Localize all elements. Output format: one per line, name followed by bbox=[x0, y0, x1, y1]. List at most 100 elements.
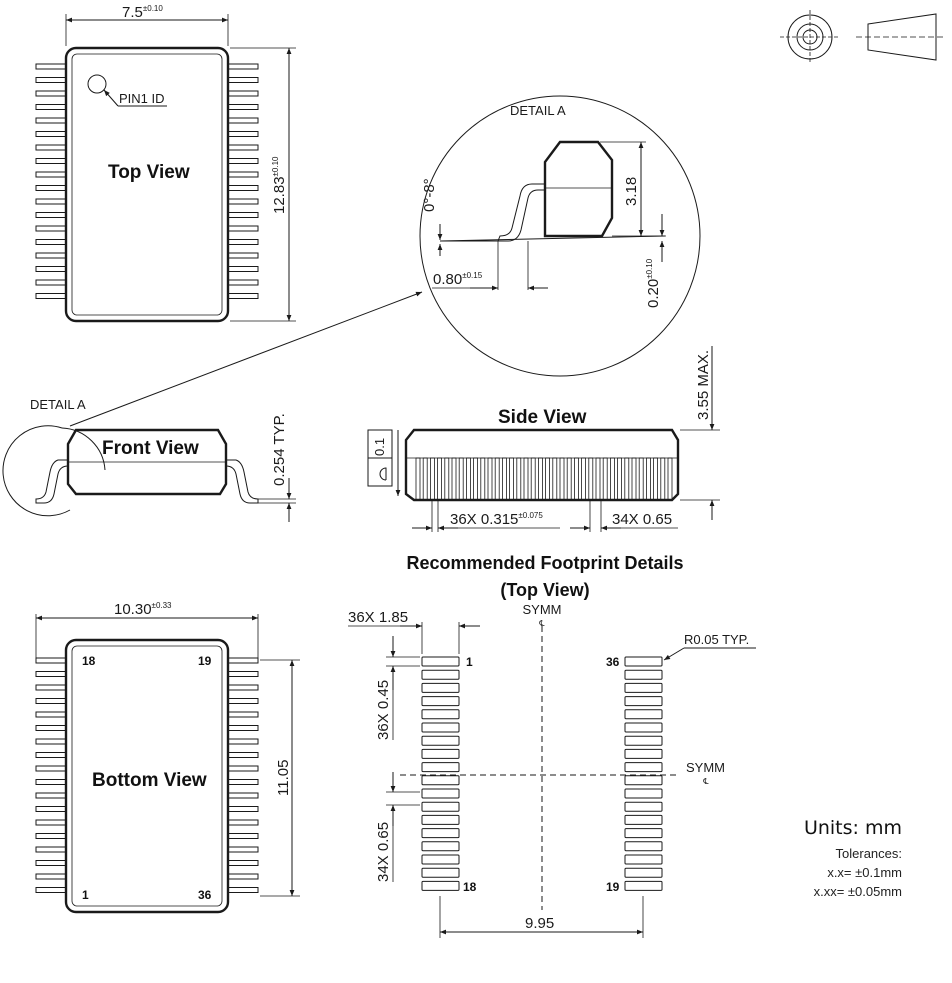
detail-a: DETAIL A 3.18 0.20±0.10 0°-8° 0.80±0.15 bbox=[419, 95, 701, 377]
footprint-pad bbox=[624, 880, 663, 891]
side-lead bbox=[638, 457, 644, 501]
bottom-lead bbox=[227, 752, 259, 758]
pin1-label: PIN1 ID bbox=[119, 91, 165, 106]
tolerances-title: Tolerances: bbox=[836, 846, 902, 861]
top-lead bbox=[35, 90, 67, 97]
front-detail-circle bbox=[2, 425, 71, 517]
side-lead bbox=[509, 457, 515, 501]
footprint-pad bbox=[421, 762, 460, 773]
top-length-dim: 12.83±0.10 bbox=[271, 156, 288, 214]
top-lead bbox=[35, 239, 67, 245]
bottom-view-title: Bottom View bbox=[92, 770, 207, 791]
side-lead bbox=[501, 457, 507, 501]
centerline-mark-top: ℄ bbox=[538, 619, 545, 628]
top-lead bbox=[35, 158, 67, 164]
footprint-right-pads bbox=[624, 656, 663, 891]
side-view-title: Side View bbox=[498, 407, 587, 428]
top-lead bbox=[227, 77, 259, 83]
fp-pad-pitch: 34X 0.65 bbox=[375, 822, 392, 882]
bottom-view-body bbox=[64, 638, 230, 914]
footprint-pad bbox=[624, 722, 663, 733]
fp-pin-18: 18 bbox=[463, 880, 477, 894]
footprint-pad bbox=[421, 696, 460, 707]
fp-corner-radius: R0.05 TYP. bbox=[684, 632, 749, 647]
side-lead bbox=[552, 457, 558, 501]
top-lead bbox=[35, 252, 67, 259]
top-view-body bbox=[64, 46, 230, 323]
bottom-lead bbox=[35, 657, 67, 664]
top-lead bbox=[35, 279, 67, 286]
centerline-mark-right: ℄ bbox=[702, 777, 709, 786]
footprint-pad bbox=[421, 867, 460, 878]
bottom-pitch-span: 11.05 bbox=[275, 760, 292, 796]
tolerance-1: x.x= ±0.1mm bbox=[827, 865, 902, 880]
top-view-left-leads bbox=[35, 63, 67, 299]
bottom-lead bbox=[35, 671, 67, 677]
top-lead bbox=[35, 212, 67, 218]
side-lead bbox=[494, 457, 500, 501]
side-lead-width: 36X 0.315±0.075 bbox=[450, 511, 543, 528]
top-lead bbox=[35, 225, 67, 232]
side-lead bbox=[444, 457, 450, 501]
bottom-lead bbox=[227, 765, 259, 772]
symm-top: SYMM bbox=[523, 602, 562, 617]
side-lead bbox=[415, 457, 421, 501]
top-lead bbox=[227, 212, 259, 218]
bottom-lead bbox=[35, 752, 67, 758]
side-lead bbox=[610, 457, 615, 501]
footprint-pad bbox=[421, 814, 460, 825]
bottom-lead bbox=[227, 873, 259, 880]
side-pitch: 34X 0.65 bbox=[612, 511, 672, 528]
front-detail-label: DETAIL A bbox=[30, 397, 86, 412]
top-lead bbox=[35, 144, 67, 151]
top-lead bbox=[227, 104, 259, 110]
coplanarity-value: 0.1 bbox=[372, 438, 387, 456]
footprint-pad bbox=[421, 880, 460, 891]
top-lead bbox=[35, 293, 67, 299]
footprint-pad bbox=[421, 841, 460, 852]
side-max-height: 3.55 MAX. bbox=[695, 350, 712, 420]
footprint-subtitle: (Top View) bbox=[500, 580, 589, 600]
side-lead bbox=[545, 457, 550, 501]
pin1-marker bbox=[87, 74, 107, 94]
side-lead bbox=[631, 457, 637, 501]
footprint-pad bbox=[624, 801, 663, 812]
footprint-pad bbox=[421, 854, 460, 865]
top-lead bbox=[227, 279, 259, 286]
footprint-pad bbox=[624, 696, 663, 707]
side-lead bbox=[458, 457, 464, 501]
footprint-pad bbox=[624, 814, 663, 825]
footprint-pad bbox=[624, 682, 663, 693]
side-lead bbox=[559, 457, 565, 501]
front-view-title: Front View bbox=[102, 438, 199, 459]
bottom-lead bbox=[227, 846, 259, 853]
top-lead bbox=[227, 252, 259, 259]
footprint-pad bbox=[624, 709, 663, 720]
bottom-pin-36: 36 bbox=[198, 888, 212, 902]
top-view-right-leads bbox=[227, 63, 259, 299]
top-lead bbox=[227, 90, 259, 97]
bottom-width-dim: 10.30±0.33 bbox=[114, 601, 172, 618]
bottom-lead bbox=[35, 806, 67, 812]
footprint-pad bbox=[624, 854, 663, 865]
bottom-view-left-leads bbox=[35, 657, 67, 893]
top-lead bbox=[227, 171, 259, 178]
bottom-lead bbox=[35, 765, 67, 772]
footprint-pad bbox=[421, 788, 460, 799]
side-lead bbox=[624, 457, 630, 501]
detail-height-dim: 3.18 bbox=[623, 177, 640, 206]
top-lead bbox=[35, 117, 67, 124]
top-lead bbox=[35, 131, 67, 137]
bottom-lead bbox=[35, 725, 67, 731]
side-lead bbox=[465, 457, 471, 501]
bottom-lead bbox=[227, 779, 259, 785]
bottom-lead bbox=[227, 819, 259, 826]
side-lead bbox=[516, 457, 522, 501]
bottom-lead bbox=[227, 711, 259, 718]
bottom-lead bbox=[227, 738, 259, 745]
side-lead bbox=[660, 457, 666, 501]
side-lead bbox=[523, 457, 529, 501]
bottom-pin-18: 18 bbox=[82, 654, 96, 668]
bottom-lead bbox=[35, 873, 67, 880]
